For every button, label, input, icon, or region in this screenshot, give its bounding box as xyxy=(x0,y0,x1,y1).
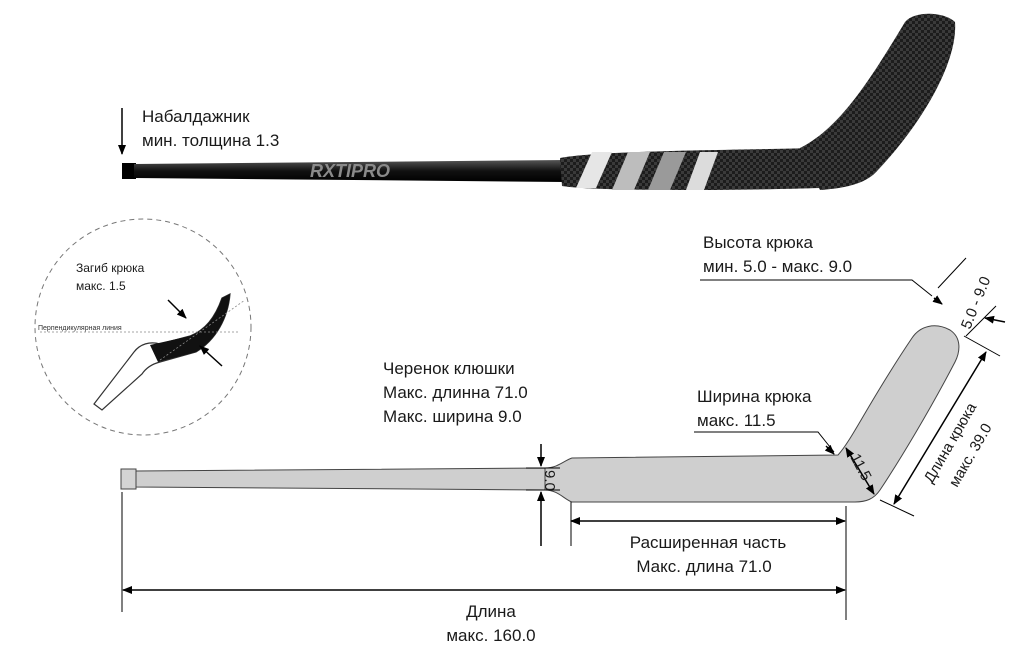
paddle-dimension: Расширенная часть Макс. длина 71.0 xyxy=(570,502,847,620)
curve-detail-circle: Загиб крюка макс. 1.5 Перпендикулярная л… xyxy=(34,218,252,436)
shaft-width-dim: 9.0 xyxy=(541,470,558,491)
diagram-knob xyxy=(120,468,137,490)
curve-label-1: Загиб крюка xyxy=(76,261,145,275)
knob-label-2: мин. толщина 1.3 xyxy=(142,131,279,150)
top-shaft xyxy=(134,160,565,182)
shaft-dimension: 9.0 Черенок клюшки Макс. длинна 71.0 Мак… xyxy=(383,359,560,546)
dimension-stick xyxy=(120,325,960,503)
blade-height-dimension: 5.0 - 9.0 Высота крюка мин. 5.0 - макс. … xyxy=(700,233,1006,337)
blade-height-dim: 5.0 - 9.0 xyxy=(958,274,994,331)
shaft-label-3: Макс. ширина 9.0 xyxy=(383,407,522,426)
curve-arrow-top xyxy=(167,299,187,319)
knob-end xyxy=(122,163,136,179)
blade-height-label-1: Высота крюка xyxy=(703,233,814,252)
blade-width-label-2: макс. 11.5 xyxy=(697,411,776,430)
diagram-shaft xyxy=(135,467,546,491)
shaft-label-1: Черенок клюшки xyxy=(383,359,515,378)
detail-blade xyxy=(150,294,230,362)
shaft-label-2: Макс. длинна 71.0 xyxy=(383,383,528,402)
total-label-2: макс. 160.0 xyxy=(446,626,535,645)
blade-width-label-1: Ширина крюка xyxy=(697,387,812,406)
total-label-1: Длина xyxy=(466,602,516,621)
total-length-dimension: Длина макс. 160.0 xyxy=(121,492,846,645)
perpendicular-label: Перпендикулярная линия xyxy=(38,325,122,332)
top-blade xyxy=(800,13,956,190)
paddle-label-2: Макс. длина 71.0 xyxy=(636,557,771,576)
top-stick: RXTIPRO Набалдажник мин. толщина 1.3 xyxy=(118,13,956,190)
curve-label-2: макс. 1.5 xyxy=(76,279,126,293)
paddle-label-1: Расширенная часть xyxy=(630,533,787,552)
curve-arrow-bottom xyxy=(199,345,223,367)
brand-text: RXTIPRO xyxy=(310,161,390,181)
blade-guide-line xyxy=(159,299,246,361)
knob-label-1: Набалдажник xyxy=(142,107,250,126)
detail-circle-outline xyxy=(34,218,252,436)
blade-height-label-2: мин. 5.0 - макс. 9.0 xyxy=(703,257,852,276)
paddle-stripes xyxy=(576,152,718,190)
